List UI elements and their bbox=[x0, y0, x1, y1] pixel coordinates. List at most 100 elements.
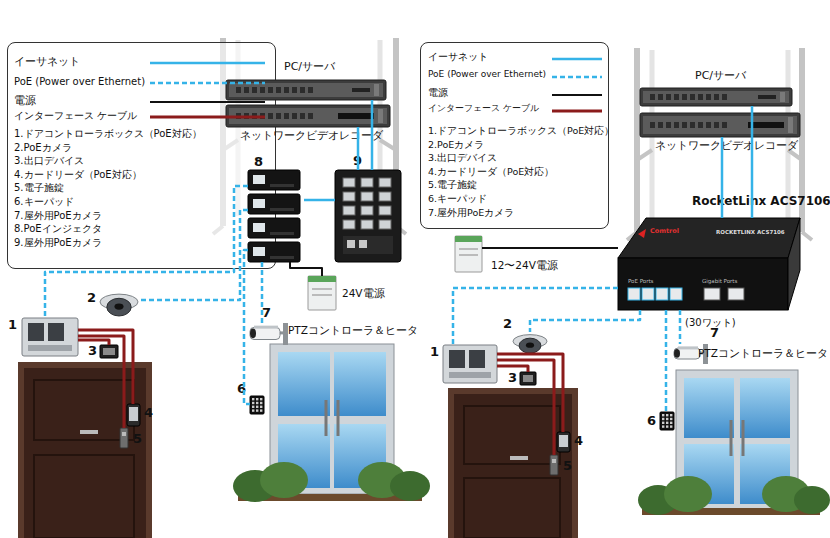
dome-part bbox=[107, 298, 131, 316]
psu-shape bbox=[455, 236, 482, 272]
exit-part bbox=[523, 375, 533, 382]
rack-part bbox=[244, 87, 249, 93]
inj-part bbox=[253, 247, 265, 256]
device-node: 2 bbox=[513, 332, 547, 354]
poe-cable bbox=[665, 310, 668, 412]
rack-part bbox=[690, 94, 695, 100]
poe-cable bbox=[666, 310, 667, 412]
device-node: ネットワークビデオレコーダ bbox=[226, 105, 390, 127]
lock-part bbox=[550, 455, 558, 475]
legend-line-sample bbox=[552, 58, 602, 61]
callout-number: 6 bbox=[237, 382, 246, 396]
ctrl-part bbox=[22, 318, 78, 356]
ptz-part bbox=[674, 348, 700, 359]
rack-part bbox=[284, 87, 289, 93]
poe-cable bbox=[261, 262, 264, 323]
interface-cable bbox=[78, 340, 109, 345]
door bbox=[464, 406, 560, 464]
sw9-part bbox=[379, 206, 391, 215]
poe-cable bbox=[45, 186, 248, 318]
keypad-part bbox=[660, 412, 674, 430]
device-node: PC/サーバ bbox=[226, 80, 386, 100]
nvr-part bbox=[226, 105, 390, 127]
door bbox=[18, 362, 152, 538]
psu-part bbox=[312, 294, 332, 296]
sw9-part bbox=[379, 178, 391, 187]
poe-cable bbox=[45, 186, 248, 318]
poe-cable bbox=[679, 310, 682, 344]
inj-part bbox=[248, 242, 300, 262]
sw9-part bbox=[343, 206, 355, 215]
exit-shape bbox=[520, 372, 536, 385]
ctrl-part bbox=[28, 345, 72, 351]
power-cable bbox=[290, 262, 322, 276]
callout-number: 4 bbox=[574, 434, 583, 448]
inj-part bbox=[270, 256, 294, 259]
sw9-part bbox=[361, 178, 373, 187]
nvr-part bbox=[674, 122, 679, 128]
exit-part bbox=[520, 372, 536, 385]
power-cable bbox=[482, 247, 618, 249]
device-label: PC/サーバ bbox=[284, 61, 335, 73]
psu-part bbox=[312, 288, 332, 290]
ethernet-cable bbox=[751, 106, 754, 218]
legend-line-sample bbox=[150, 62, 265, 65]
nvr-part bbox=[788, 117, 793, 133]
inj-part bbox=[253, 175, 265, 184]
glass-door bbox=[740, 378, 790, 438]
nvr-part bbox=[643, 116, 797, 134]
device-label: ROCKETLINX ACS7106 bbox=[716, 229, 785, 235]
nvr-shape bbox=[226, 105, 390, 127]
inj-part bbox=[253, 223, 265, 232]
sw9-part bbox=[343, 192, 355, 201]
ctrl-part bbox=[48, 323, 64, 341]
inj-part bbox=[248, 194, 300, 214]
device-node: 4 bbox=[127, 404, 140, 426]
callout-number: 3 bbox=[508, 371, 517, 385]
sw9-shape bbox=[335, 170, 401, 262]
ptz-part bbox=[250, 329, 256, 339]
nvr-part bbox=[682, 122, 687, 128]
ethernet-cable bbox=[372, 100, 373, 170]
reader-shape bbox=[127, 404, 140, 426]
device-node: 5 bbox=[550, 455, 558, 475]
interface-cable bbox=[78, 330, 133, 404]
keypad-part bbox=[670, 418, 672, 420]
ethernet-cable bbox=[371, 100, 374, 170]
poe-cable bbox=[530, 310, 640, 332]
legend-text: PoE (Power over Ethernet) bbox=[14, 76, 145, 87]
callout-number: 5 bbox=[563, 459, 572, 473]
device-label: Gigabit Ports bbox=[702, 278, 737, 284]
legend-text: イーサネット bbox=[428, 52, 488, 62]
list-item: 7.屋外用PoEカメラ bbox=[14, 210, 102, 221]
nvr-part bbox=[698, 122, 703, 128]
keypad-part bbox=[662, 422, 664, 424]
dome-part bbox=[519, 338, 541, 353]
device-node: ネットワークビデオレコーダ bbox=[640, 113, 800, 137]
acs-part bbox=[788, 218, 800, 310]
device-node: 2 bbox=[100, 291, 138, 317]
ptz-part bbox=[678, 346, 698, 349]
callout-number: 2 bbox=[503, 317, 512, 331]
interface-cable bbox=[497, 366, 528, 372]
poe-cable bbox=[244, 250, 250, 404]
rack-part bbox=[300, 87, 305, 93]
shrub bbox=[794, 486, 830, 514]
inj-part bbox=[248, 218, 300, 238]
list-item: 5.電子施錠 bbox=[428, 180, 477, 190]
keypad-shape bbox=[250, 396, 264, 414]
psu-part bbox=[308, 276, 336, 310]
server-rack bbox=[627, 48, 812, 240]
glass-door bbox=[334, 352, 386, 416]
callout-number: 1 bbox=[8, 318, 17, 332]
nvr-part bbox=[722, 122, 727, 128]
inj-part bbox=[270, 232, 294, 235]
rack-shape bbox=[226, 80, 386, 100]
legend-text: インターフェース ケーブル bbox=[14, 110, 137, 121]
device-node: 6 bbox=[250, 396, 264, 414]
callout-number: 7 bbox=[710, 326, 719, 340]
device-node: 12〜24V電源 bbox=[455, 236, 482, 272]
reader-part bbox=[559, 435, 568, 447]
ctrl-part bbox=[28, 323, 44, 341]
